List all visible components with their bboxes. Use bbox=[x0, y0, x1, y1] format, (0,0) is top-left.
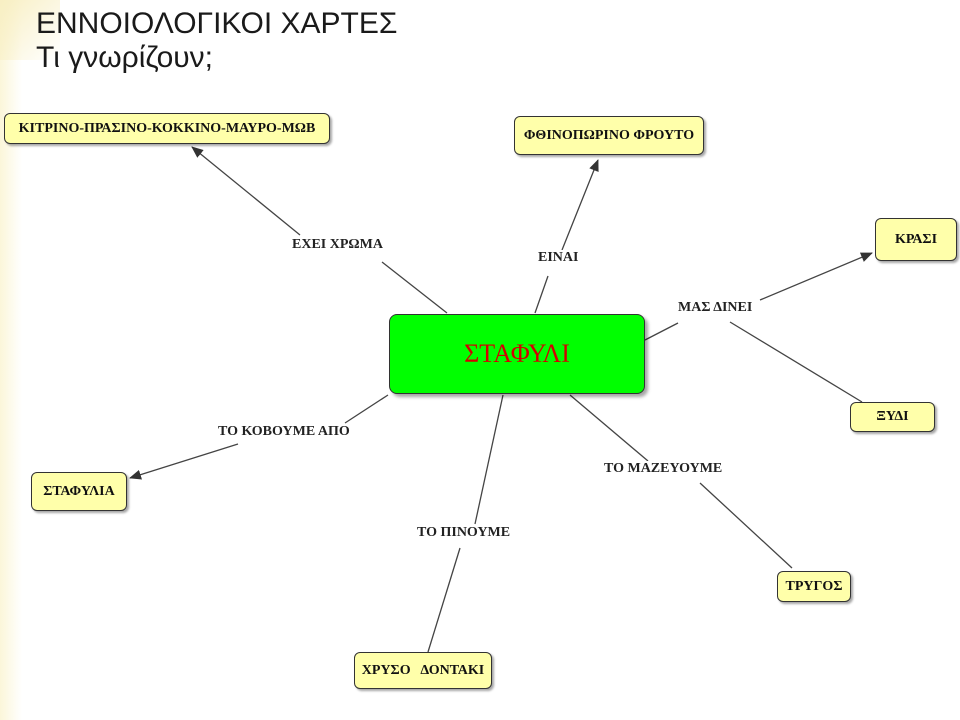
concept-center-node[interactable]: ΣΤΑΦΥΛΙ bbox=[389, 314, 645, 394]
concept-wine-node[interactable]: ΚΡΑΣΙ bbox=[875, 218, 957, 261]
slide-decoration-stripe bbox=[0, 0, 22, 720]
concept-autumn-fruit-label: ΦΘΙΝΟΠΩΡΙΝΟ ΦΡΟΥΤΟ bbox=[523, 127, 695, 143]
concept-harvest-node[interactable]: ΤΡΥΓΟΣ bbox=[777, 571, 851, 602]
concept-autumn-fruit-node[interactable]: ΦΘΙΝΟΠΩΡΙΝΟ ΦΡΟΥΤΟ bbox=[514, 116, 704, 155]
concept-bunches-label: ΣΤΑΦΥΛΙΑ bbox=[43, 483, 115, 499]
concept-center-label: ΣΤΑΦΥΛΙ bbox=[464, 339, 570, 368]
connector-has-color-to-colors bbox=[191, 146, 301, 236]
connector-center-to-is bbox=[534, 275, 549, 314]
link-label-has-color: ΕΧΕΙ ΧΡΩΜΑ bbox=[290, 237, 385, 253]
slide-decoration-corner bbox=[0, 0, 60, 60]
slide-title: ΕΝΝΟΙΟΛΟΓΙΚΟΙ ΧΑΡΤΕΣ bbox=[36, 7, 398, 40]
concept-wine-label: ΚΡΑΣΙ bbox=[894, 231, 938, 247]
concept-vinegar-label: ΞΥΔΙ bbox=[876, 409, 909, 424]
concept-bunches-node[interactable]: ΣΤΑΦΥΛΙΑ bbox=[31, 472, 127, 511]
link-label-gives-us: ΜΑΣ ΔΙΝΕΙ bbox=[676, 300, 755, 316]
link-label-we-drink: ΤΟ ΠΙΝΟΥΜΕ bbox=[415, 525, 513, 541]
concept-golden-teeth-node[interactable]: ΧΡΥΣΟ ΔΟΝΤΑΚΙ bbox=[354, 652, 492, 689]
connector-gives-us-to-vinegar bbox=[729, 321, 863, 403]
connector-is-to-autumn-fruit bbox=[561, 159, 599, 251]
connector-we-cut-from-to-bunches bbox=[129, 443, 239, 480]
link-label-we-collect: ΤΟ ΜΑΖΕΥΟΥΜΕ bbox=[602, 461, 725, 477]
connector-center-to-we-collect bbox=[569, 394, 649, 462]
concept-harvest-label: ΤΡΥΓΟΣ bbox=[785, 578, 843, 594]
connector-center-to-we-drink bbox=[474, 394, 504, 525]
connector-center-to-has-color bbox=[381, 261, 448, 314]
connector-we-drink-to-golden-teeth bbox=[427, 547, 461, 653]
slide-subtitle: Τι γνωρίζουν; bbox=[36, 41, 214, 74]
concept-vinegar-node[interactable]: ΞΥΔΙ bbox=[850, 402, 935, 432]
connector-center-to-we-cut-from bbox=[344, 394, 389, 424]
concept-colors-label: ΚΙΤΡΙΝΟ-ΠΡΑΣΙΝΟ-ΚΟΚΚΙΝΟ-ΜΑΥΡΟ-ΜΩΒ bbox=[18, 120, 316, 136]
concept-golden-teeth-label: ΧΡΥΣΟ ΔΟΝΤΑΚΙ bbox=[361, 662, 485, 678]
connector-center-to-gives-us bbox=[644, 322, 679, 341]
connector-gives-us-to-wine bbox=[759, 252, 873, 301]
link-label-we-cut-from: ΤΟ ΚΟΒΟΥΜΕ ΑΠΟ bbox=[216, 424, 352, 440]
concept-colors-node[interactable]: ΚΙΤΡΙΝΟ-ΠΡΑΣΙΝΟ-ΚΟΚΚΙΝΟ-ΜΑΥΡΟ-ΜΩΒ bbox=[4, 113, 330, 144]
link-label-is: ΕΙΝΑΙ bbox=[536, 250, 581, 266]
connector-we-collect-to-harvest bbox=[699, 482, 793, 569]
